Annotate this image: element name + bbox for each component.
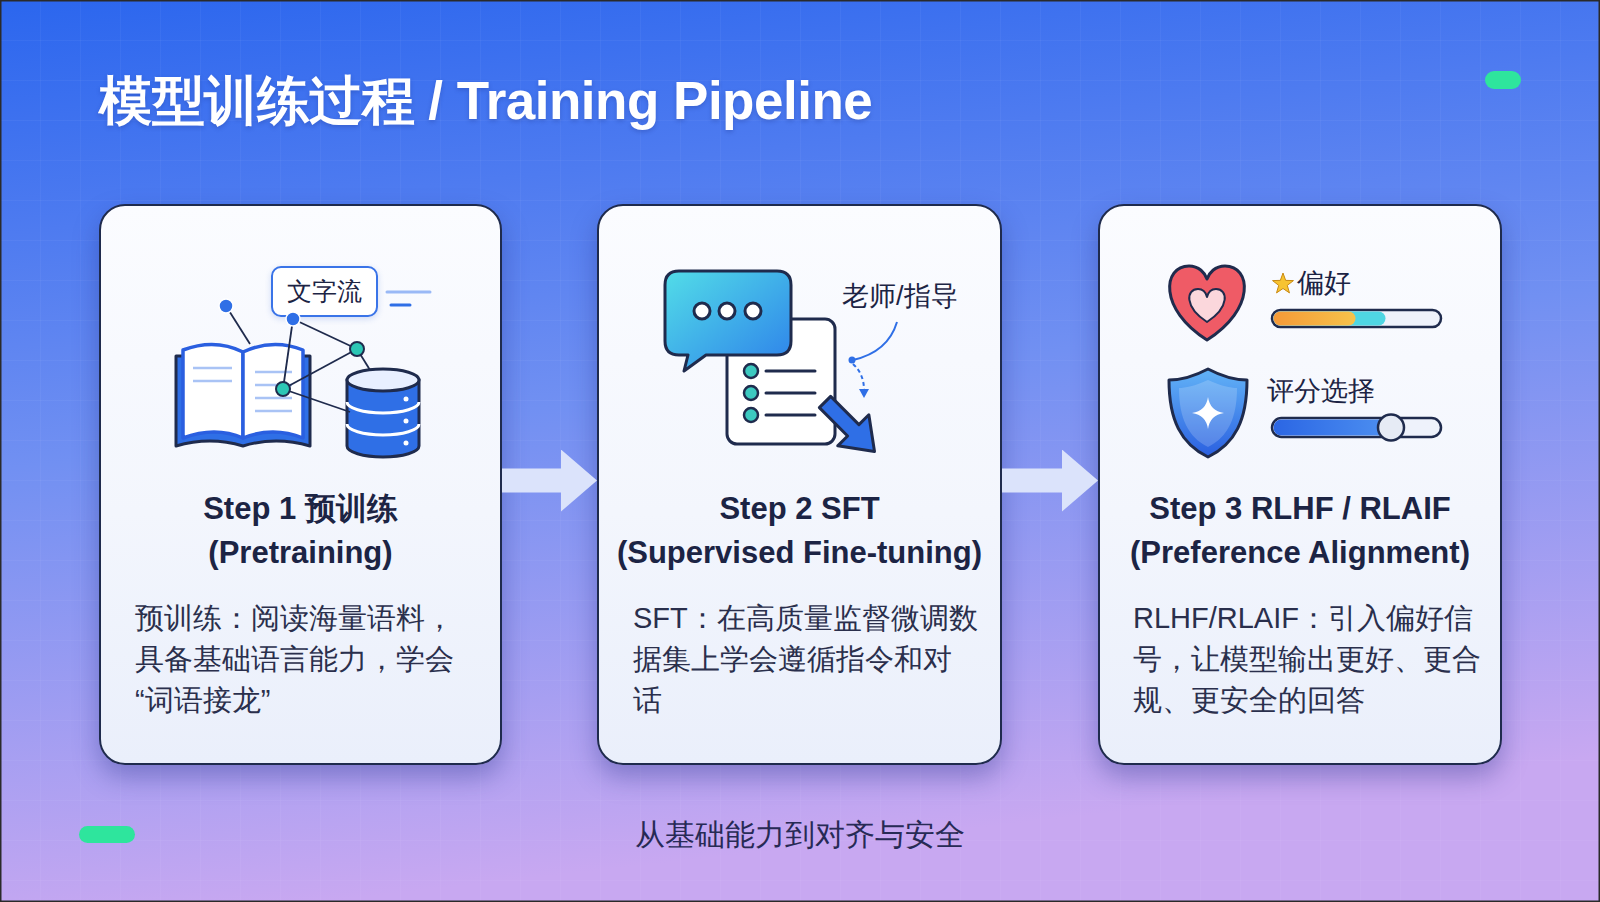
step-description: SFT：在高质量监督微调数据集上学会遵循指令和对话 <box>633 598 979 721</box>
chat-dot <box>745 303 761 319</box>
leader-dot <box>849 357 856 364</box>
database-band <box>347 424 419 435</box>
network-link <box>226 306 250 344</box>
document-line <box>766 414 815 417</box>
stage-card: Step 1 预训练 (Pretraining) 预训练：阅读海量语料，具备基础语… <box>99 204 502 765</box>
chat-dot <box>694 303 710 319</box>
book-page <box>243 344 303 438</box>
bullet-dot <box>744 364 758 378</box>
heart-inner <box>1189 289 1225 322</box>
alignment-illustration <box>1169 266 1441 457</box>
book-page <box>183 344 243 438</box>
flow-arrow <box>1002 469 1098 493</box>
chat-dot <box>719 303 735 319</box>
bullet-dot <box>744 408 758 422</box>
diagram-title: 模型训练过程 / Training Pipeline <box>99 68 872 134</box>
flow-arrow <box>502 469 597 493</box>
pretraining-illustration <box>176 292 430 457</box>
database-top <box>347 369 419 391</box>
score-slider-knob <box>1378 415 1404 441</box>
network-dot <box>350 342 364 356</box>
heading-line: Step 1 预训练 <box>101 487 500 531</box>
chat-bubble <box>665 271 791 371</box>
document-line <box>766 392 815 395</box>
heading-line: Step 3 RLHF / RLAIF <box>1100 487 1500 531</box>
database-band <box>347 402 419 413</box>
step-heading: Step 1 预训练 (Pretraining) <box>101 487 500 575</box>
network-link <box>293 319 357 349</box>
shield-icon <box>1169 369 1247 457</box>
decor-pill <box>79 826 135 843</box>
shield-inner <box>1179 380 1237 447</box>
network-link <box>283 389 350 412</box>
network-link <box>283 349 357 389</box>
book-text-line <box>255 384 292 387</box>
decor-pill <box>1485 71 1521 89</box>
book-text-line <box>193 380 232 383</box>
tag-text: 文字流 <box>273 268 376 315</box>
preference-bar-fill <box>1274 312 1386 326</box>
leader-dash <box>853 364 864 390</box>
icon-label: 偏好 <box>1297 266 1351 300</box>
book-text-line <box>255 397 292 400</box>
stream-line <box>387 291 430 294</box>
database-light <box>404 397 409 402</box>
guidance-arrow-shape <box>809 386 890 467</box>
heading-line: (Preference Alignment) <box>1100 531 1500 575</box>
preference-bar-track <box>1272 310 1441 327</box>
icon-label: 老师/指导 <box>842 279 958 313</box>
database-light <box>404 419 409 424</box>
stage-card: 偏好评分选择 Step 3 RLHF / RLAIF (Preference Al… <box>1098 204 1502 765</box>
network-link <box>357 349 370 370</box>
step-description: RLHF/RLAIF：引入偏好信号，让模型输出更好、更合规、更安全的回答 <box>1133 598 1489 721</box>
heart-icon <box>1170 266 1245 340</box>
sft-illustration <box>665 271 897 467</box>
database-body <box>347 380 419 457</box>
bullet-dot <box>744 386 758 400</box>
stream-line <box>391 304 410 307</box>
book-text-line <box>255 410 292 413</box>
stage-card: 老师/指导 Step 2 SFT (Supervised Fine-tuning)… <box>597 204 1002 765</box>
star-icon <box>1273 273 1294 293</box>
document-line <box>766 370 815 373</box>
step-heading: Step 3 RLHF / RLAIF (Preference Alignmen… <box>1100 487 1500 575</box>
sparkle-icon <box>1192 397 1224 429</box>
book-cover <box>176 356 310 446</box>
document-icon <box>727 319 835 444</box>
leader-head <box>859 389 869 398</box>
score-slider-track <box>1272 418 1441 437</box>
heading-line: Step 2 SFT <box>599 487 1000 531</box>
heading-line: (Pretraining) <box>101 531 500 575</box>
guidance-arrow <box>809 386 890 467</box>
network-link <box>283 319 293 389</box>
tag-box: 文字流 <box>271 266 378 317</box>
network-dot <box>276 382 290 396</box>
heading-line: (Supervised Fine-tuning) <box>599 531 1000 575</box>
network-dot <box>219 299 233 313</box>
preference-bar-fill <box>1274 312 1356 326</box>
database-light <box>404 441 409 446</box>
step-heading: Step 2 SFT (Supervised Fine-tuning) <box>599 487 1000 575</box>
score-slider-fill <box>1274 420 1391 436</box>
leader-line <box>853 322 897 360</box>
step-description: 预训练：阅读海量语料，具备基础语言能力，学会“词语接龙” <box>135 598 470 721</box>
icon-label: 评分选择 <box>1267 374 1375 408</box>
diagram-caption: 从基础能力到对齐与安全 <box>0 815 1600 855</box>
network-dot <box>286 312 300 326</box>
book-text-line <box>255 371 292 374</box>
book-text-line <box>193 367 232 370</box>
